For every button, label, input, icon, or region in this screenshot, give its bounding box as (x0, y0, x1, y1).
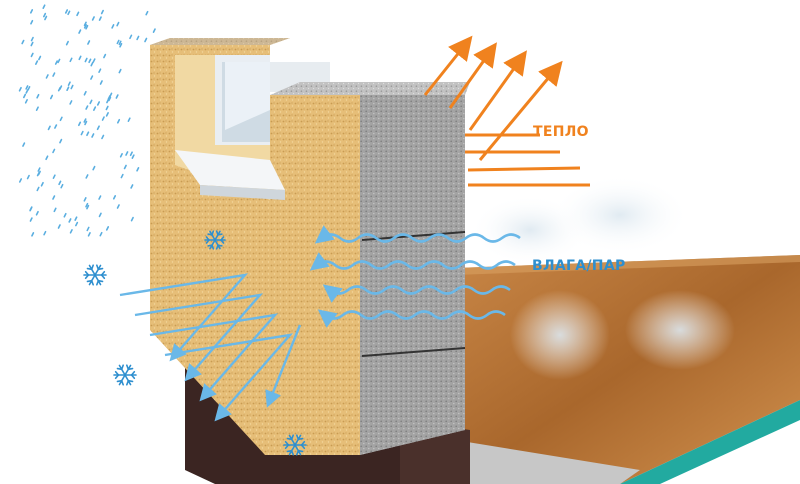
membrane-layer (620, 400, 800, 484)
snowflake-icon (83, 264, 107, 286)
steam-clouds (470, 175, 735, 380)
snowflake-icon (113, 364, 137, 386)
heat-arrow-icon (423, 35, 590, 187)
snowflake-icon (283, 434, 307, 456)
moisture-wave-arrow-icon (309, 225, 521, 328)
window (175, 55, 330, 200)
heat-label: ТЕПЛО (533, 124, 589, 140)
moisture-label: ВЛАГА/ПАР (532, 258, 626, 274)
cold-zigzag-arrow-icon (119, 273, 302, 422)
snowflake-icon (204, 230, 226, 250)
rain-drops (18, 4, 156, 237)
concrete-block-wall (150, 38, 470, 455)
